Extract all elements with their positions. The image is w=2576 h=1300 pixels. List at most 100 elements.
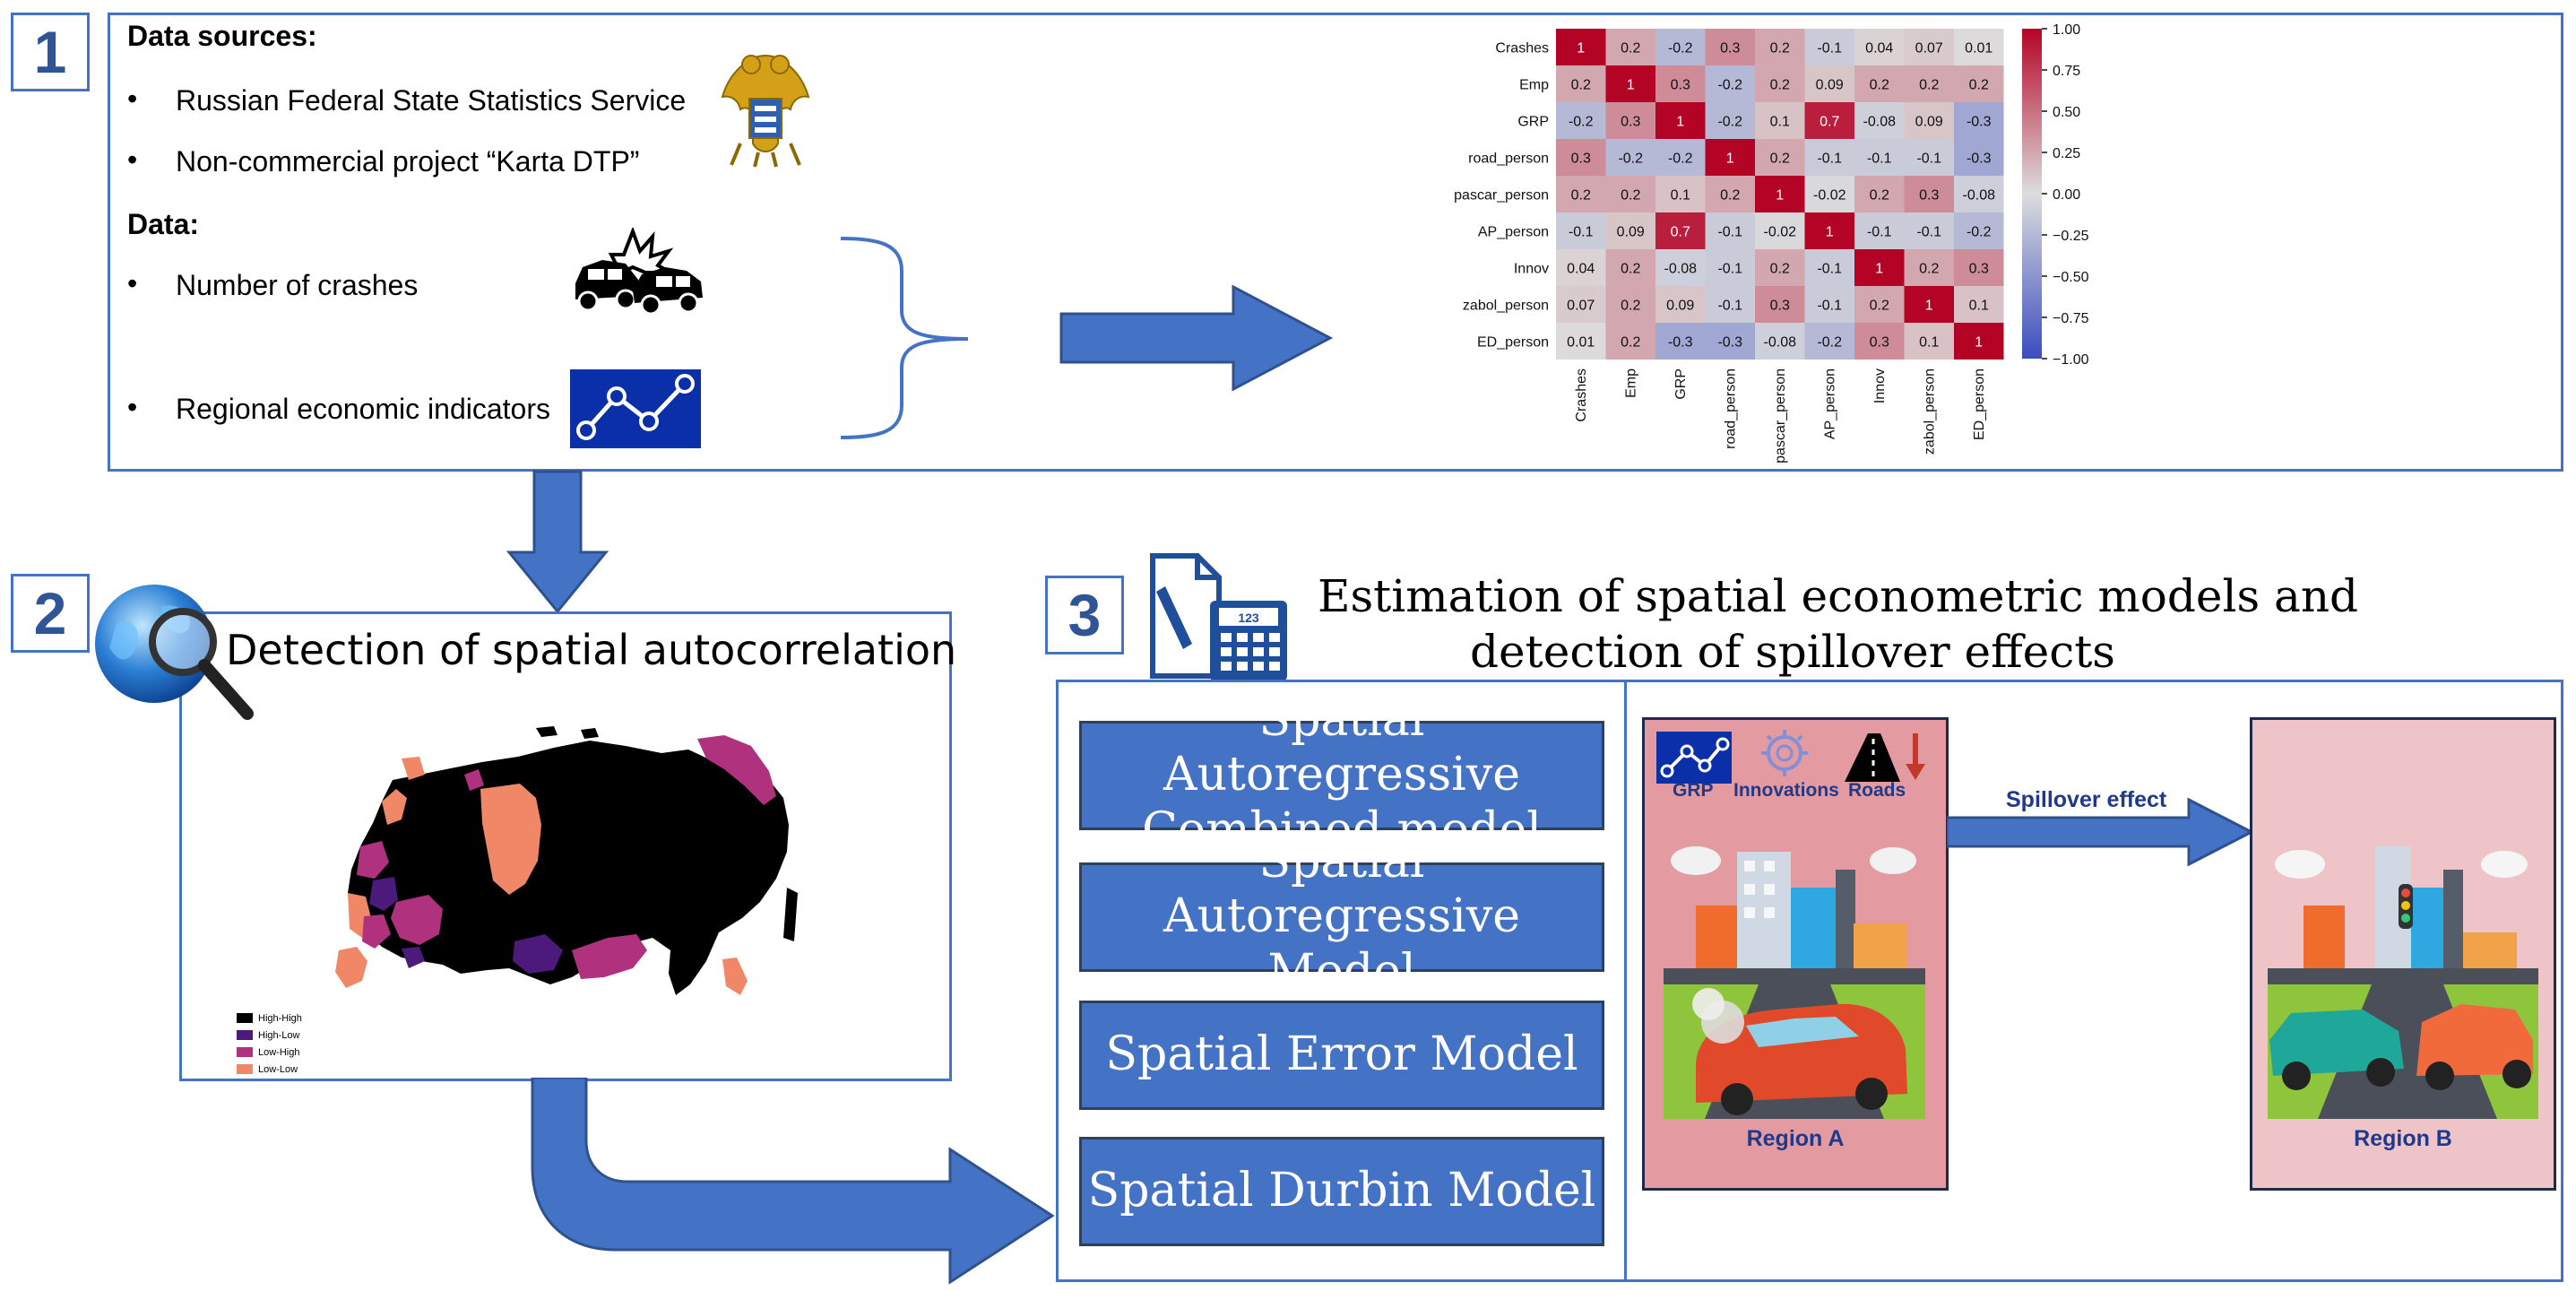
heatmap-cell [1854,286,1905,323]
heatmap-cell-value: 0.3 [1919,188,1939,204]
region-b-label: Region B [2354,1126,2452,1151]
heatmap-cell [1605,212,1655,249]
curly-brace [840,237,969,439]
heatmap-cell-value: 1 [1826,225,1834,240]
heatmap-cell-value: -0.1 [1916,225,1941,240]
heatmap-cell [1755,102,1805,139]
heatmap-cell [1904,29,1954,65]
heatmap-cell [1705,139,1755,176]
heatmap-cell-value: -0.1 [1817,299,1842,314]
heatmap-cell [1705,286,1755,323]
heatmap-cell [1655,323,1706,360]
heatmap-cell-value: 1 [1627,78,1635,93]
heatmap-cell-value: 0.3 [1671,78,1690,93]
heatmap-cell-value: 0.2 [1770,78,1790,93]
heatmap-cell [1755,65,1805,102]
heatmap-cell-value: -0.2 [1569,115,1594,130]
spillover-arrow [1947,797,2255,867]
heatmap-cell [1556,323,1606,360]
heatmap-cell-value: 0.09 [1816,78,1844,93]
heatmap-cell [1705,176,1755,212]
heatmap-cell-value: -0.3 [1967,115,1992,130]
heatmap-cell-value: 0.1 [1919,335,1939,351]
legend-label: Low-Low [258,1063,298,1075]
colorbar-tick-label: −0.25 [2053,229,2089,244]
heatmap-cell [1904,65,1954,102]
heatmap-cell-value: -0.2 [1967,225,1992,240]
heatmap-cell [1605,323,1655,360]
heatmap-cell [1954,212,2004,249]
heatmap-cell [1854,323,1905,360]
heatmap-cell [1556,286,1606,323]
heatmap-cell [1705,65,1755,102]
model-sdm-button[interactable]: Spatial Durbin Model [1079,1137,1604,1246]
heatmap-col-label: zabol_person [1922,368,1937,455]
model-label-line1: Spatial Autoregressive [1163,692,1520,802]
heatmap-cell-value: 1 [1776,188,1784,204]
heatmap-cell [1556,176,1606,212]
heatmap-cell-value: 0.7 [1671,225,1690,240]
heatmap-cell-value: -0.02 [1813,188,1846,204]
heatmap-cell [1904,139,1954,176]
heatmap-row-label: ED_person [1477,335,1549,351]
heatmap-cell-value: 0.09 [1617,225,1645,240]
heatmap-cell [1954,286,2004,323]
heatmap-cell-value: 0.3 [1770,299,1790,314]
heatmap-cell [1705,323,1755,360]
heatmap-cell [1954,139,2004,176]
heatmap-cell-value: 0.2 [1969,78,1989,93]
heatmap-cell-value: 0.01 [1567,335,1595,351]
colorbar-tick-label: 0.00 [2053,187,2080,203]
legend-swatch [237,1064,253,1074]
legend-item-high-high: High-High [237,1010,344,1027]
arrow-curved [531,1078,1055,1285]
bullet-dot: • [127,82,138,115]
heatmap-cell [1655,212,1706,249]
heatmap-cell [1755,286,1805,323]
heatmap-cell [1605,176,1655,212]
model-label-line2: Model [1267,944,1416,999]
heatmap-cell [1605,29,1655,65]
heatmap-cell [1755,212,1805,249]
data-item-economic-indicators: Regional economic indicators [176,393,550,425]
heatmap-cell-value: -0.2 [1668,41,1693,56]
heatmap-cell [1556,249,1606,286]
bullet-dot: • [127,391,138,423]
bullet-dot: • [127,143,138,176]
heatmap-cell [1705,212,1755,249]
heatmap-cell-value: 0.1 [1969,299,1989,314]
model-sem-button[interactable]: Spatial Error Model [1079,1001,1604,1110]
step-1-badge: 1 [11,13,90,91]
region-a-label: Region A [1746,1126,1845,1151]
arrow-down [506,470,609,614]
heatmap-cell-value: 0.2 [1870,188,1889,204]
heatmap-cell [1954,249,2004,286]
russia-cluster-map [335,726,798,995]
heatmap-row-label: GRP [1517,115,1549,130]
heatmap-col-label: Emp [1623,368,1638,398]
heatmap-cell [1954,102,2004,139]
legend-item-high-low: High-Low [237,1027,344,1044]
step-3-title-line-2: detection of spillover effects [1470,626,2115,678]
car-crash-icon [575,228,703,316]
heatmap-cell [1655,176,1706,212]
heatmap-cell-value: -0.3 [1967,152,1992,167]
heatmap-col-label: AP_person [1822,368,1837,439]
heatmap-cell-value: 0.09 [1666,299,1694,314]
legend-label: High-Low [258,1029,300,1041]
heatmap-cell-value: 1 [1875,262,1883,277]
heatmap-cell [1605,249,1655,286]
heatmap-cell-value: 0.3 [1969,262,1989,277]
step-3-title-line-1: Estimation of spatial econometric models… [1318,570,2359,622]
heatmap-cell-value: -0.2 [1717,78,1742,93]
colorbar-tick-label: 0.50 [2053,105,2080,120]
heatmap-cell [1605,102,1655,139]
data-sources-heading: Data sources: [127,20,317,52]
heatmap-cell-value: -0.1 [1717,299,1742,314]
heatmap-cell-value: -0.2 [1668,152,1693,167]
spillover-label: Spillover effect [2006,787,2167,812]
step-3-badge: 3 [1045,576,1124,654]
icon-label-innovations: Innovations [1733,780,1839,801]
